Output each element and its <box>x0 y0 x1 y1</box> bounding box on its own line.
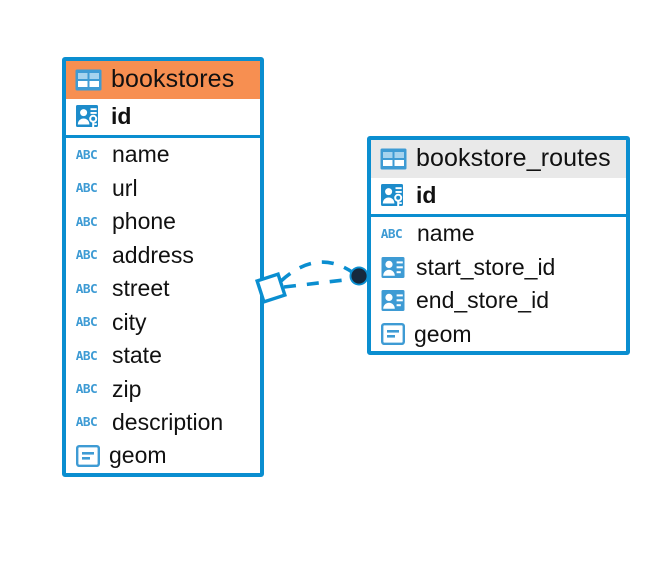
text-abc-icon: ABC <box>75 146 98 162</box>
field-name-label: end_store_id <box>416 287 549 314</box>
entity-header-bookstores[interactable]: bookstores <box>66 61 260 99</box>
filled-circle-marker[interactable] <box>349 266 369 286</box>
field-row[interactable]: end_store_id <box>371 284 626 317</box>
relationship-line-straight <box>283 277 354 289</box>
field-row[interactable]: ABC name <box>66 138 260 171</box>
field-name-label: geom <box>414 320 472 347</box>
field-row[interactable]: ABC phone <box>66 205 260 238</box>
entity-fields-bookstore-routes: id ABC name start_store_id <box>371 178 626 351</box>
field-row[interactable]: ABC zip <box>66 373 260 406</box>
text-abc-icon: ABC <box>380 225 403 241</box>
field-name-label: name <box>417 220 475 247</box>
field-name-label: state <box>112 342 162 369</box>
text-abc-icon: ABC <box>75 414 98 430</box>
geometry-icon <box>76 445 100 468</box>
text-abc-icon: ABC <box>75 314 98 330</box>
field-name-label: phone <box>112 208 176 235</box>
field-name-label: geom <box>109 442 167 469</box>
foreign-key-icon <box>381 289 407 313</box>
field-row[interactable]: ABC state <box>66 339 260 372</box>
field-name-label: description <box>112 408 224 435</box>
table-icon <box>75 69 102 91</box>
text-abc-icon: ABC <box>75 180 98 196</box>
field-name-label: city <box>112 308 147 335</box>
entity-name-label: bookstores <box>111 65 235 93</box>
entity-bookstore-routes[interactable]: bookstore_routes id <box>367 136 630 356</box>
text-abc-icon: ABC <box>75 380 98 396</box>
geometry-icon <box>381 323 405 346</box>
field-row[interactable]: id <box>371 178 626 218</box>
primary-key-icon <box>381 183 407 209</box>
entity-header-bookstore-routes[interactable]: bookstore_routes <box>371 140 626 178</box>
field-name-label: start_store_id <box>416 253 556 280</box>
field-row[interactable]: geom <box>66 439 260 472</box>
table-icon <box>380 148 407 170</box>
relationship-line-arc <box>279 260 357 283</box>
field-name-label: address <box>112 241 194 268</box>
field-row[interactable]: ABC url <box>66 172 260 205</box>
primary-key-icon <box>76 104 102 130</box>
entity-bookstores[interactable]: bookstores id <box>62 57 264 477</box>
field-name-label: url <box>112 174 138 201</box>
field-row[interactable]: ABC city <box>66 306 260 339</box>
text-abc-icon: ABC <box>75 280 98 296</box>
text-abc-icon: ABC <box>75 247 98 263</box>
foreign-key-icon <box>381 256 407 280</box>
text-abc-icon: ABC <box>75 347 98 363</box>
text-abc-icon: ABC <box>75 213 98 229</box>
field-row[interactable]: id <box>66 99 260 139</box>
field-name-label: id <box>416 182 437 208</box>
field-name-label: name <box>112 141 170 168</box>
field-row[interactable]: ABC description <box>66 406 260 439</box>
field-name-label: street <box>112 275 170 302</box>
field-row[interactable]: ABC address <box>66 239 260 272</box>
field-row[interactable]: ABC name <box>371 217 626 250</box>
entity-name-label: bookstore_routes <box>416 144 611 172</box>
entity-fields-bookstores: id ABC name ABC url ABC phone ABC addres… <box>66 99 260 473</box>
field-row[interactable]: geom <box>371 318 626 351</box>
field-row[interactable]: start_store_id <box>371 251 626 284</box>
field-name-label: id <box>111 103 132 129</box>
field-row[interactable]: ABC street <box>66 272 260 305</box>
field-name-label: zip <box>112 375 142 402</box>
